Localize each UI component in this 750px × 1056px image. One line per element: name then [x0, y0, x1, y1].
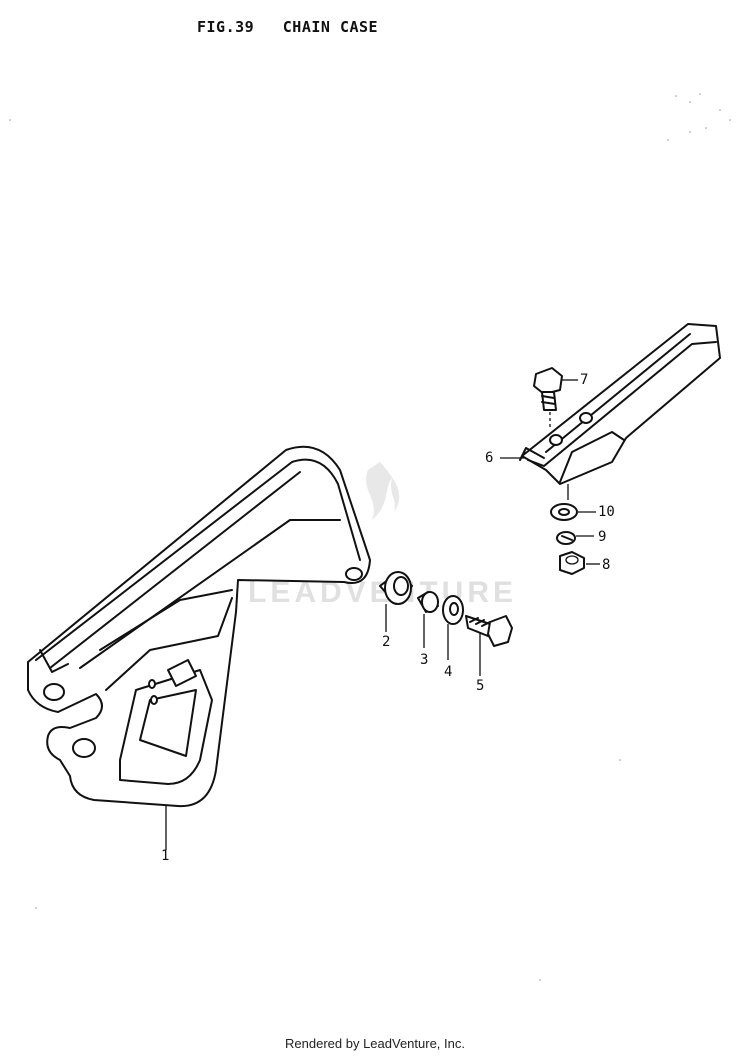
bolt-part[interactable]: [465, 615, 513, 676]
callout-labels: 1 2 3 4 5 6 7 8 9 10: [161, 372, 615, 864]
figure-title: FIG.39 CHAIN CASE: [197, 18, 379, 36]
callout-9: 9: [598, 529, 606, 545]
collar-part[interactable]: [417, 591, 439, 648]
callout-5: 5: [476, 678, 484, 694]
nut-part[interactable]: [559, 551, 600, 575]
callout-7: 7: [580, 372, 588, 388]
callout-3: 3: [420, 652, 428, 668]
callout-4: 4: [444, 664, 452, 680]
flame-logo-icon: [366, 462, 400, 520]
grommet-part[interactable]: [379, 571, 413, 632]
callout-6: 6: [485, 450, 493, 466]
callout-10: 10: [598, 504, 615, 520]
washer-lower-part[interactable]: [550, 503, 596, 521]
bolt-top-part[interactable]: [533, 367, 578, 430]
callout-1: 1: [161, 848, 169, 864]
chain-guide-part[interactable]: [500, 323, 721, 500]
footer-credit: Rendered by LeadVenture, Inc.: [285, 1036, 465, 1051]
washer-part[interactable]: [442, 595, 464, 660]
callout-2: 2: [382, 634, 390, 650]
chain-case-part[interactable]: [27, 445, 371, 850]
scan-speckles: [9, 93, 731, 981]
callout-8: 8: [602, 557, 610, 573]
lock-washer-part[interactable]: [556, 531, 594, 545]
